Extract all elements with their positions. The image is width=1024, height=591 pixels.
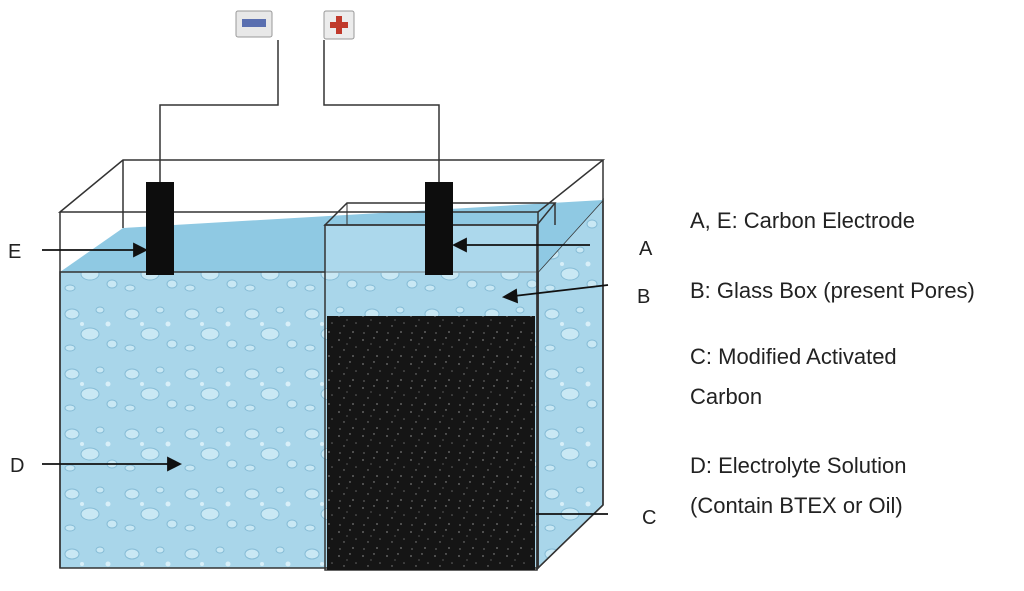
legend-b-text: B: Glass Box (present Pores)	[690, 278, 975, 303]
positive-terminal	[323, 10, 355, 40]
marker-c: C	[642, 507, 656, 529]
legend-glass-box: B: Glass Box (present Pores)	[690, 271, 975, 311]
wire-negative	[159, 40, 279, 182]
wire-positive	[323, 40, 440, 182]
marker-b: B	[637, 286, 650, 308]
negative-terminal	[235, 10, 273, 38]
legend-carbon-electrode: A, E: Carbon Electrode	[690, 201, 915, 241]
legend-c-line2: Carbon	[690, 384, 763, 409]
legend-electrolyte-solution: D: Electrolyte Solution (Contain BTEX or…	[690, 446, 906, 526]
outer-container-outline	[57, 159, 606, 569]
legend-ae-text: A, E: Carbon Electrode	[690, 208, 916, 233]
legend-activated-carbon: C: Modified Activated Carbon	[690, 337, 897, 417]
callout-arrows	[42, 237, 609, 515]
marker-d: D	[10, 455, 24, 477]
electrode-a	[425, 182, 453, 275]
activated-carbon-block	[327, 316, 535, 570]
electrode-e	[146, 182, 174, 275]
marker-a: A	[639, 238, 653, 260]
legend-c-line1: C: Modified Activated	[690, 344, 897, 369]
marker-e: E	[8, 241, 21, 263]
legend-d-line2: (Contain BTEX or Oil)	[690, 493, 903, 518]
legend-d-line1: D: Electrolyte Solution	[690, 453, 907, 478]
